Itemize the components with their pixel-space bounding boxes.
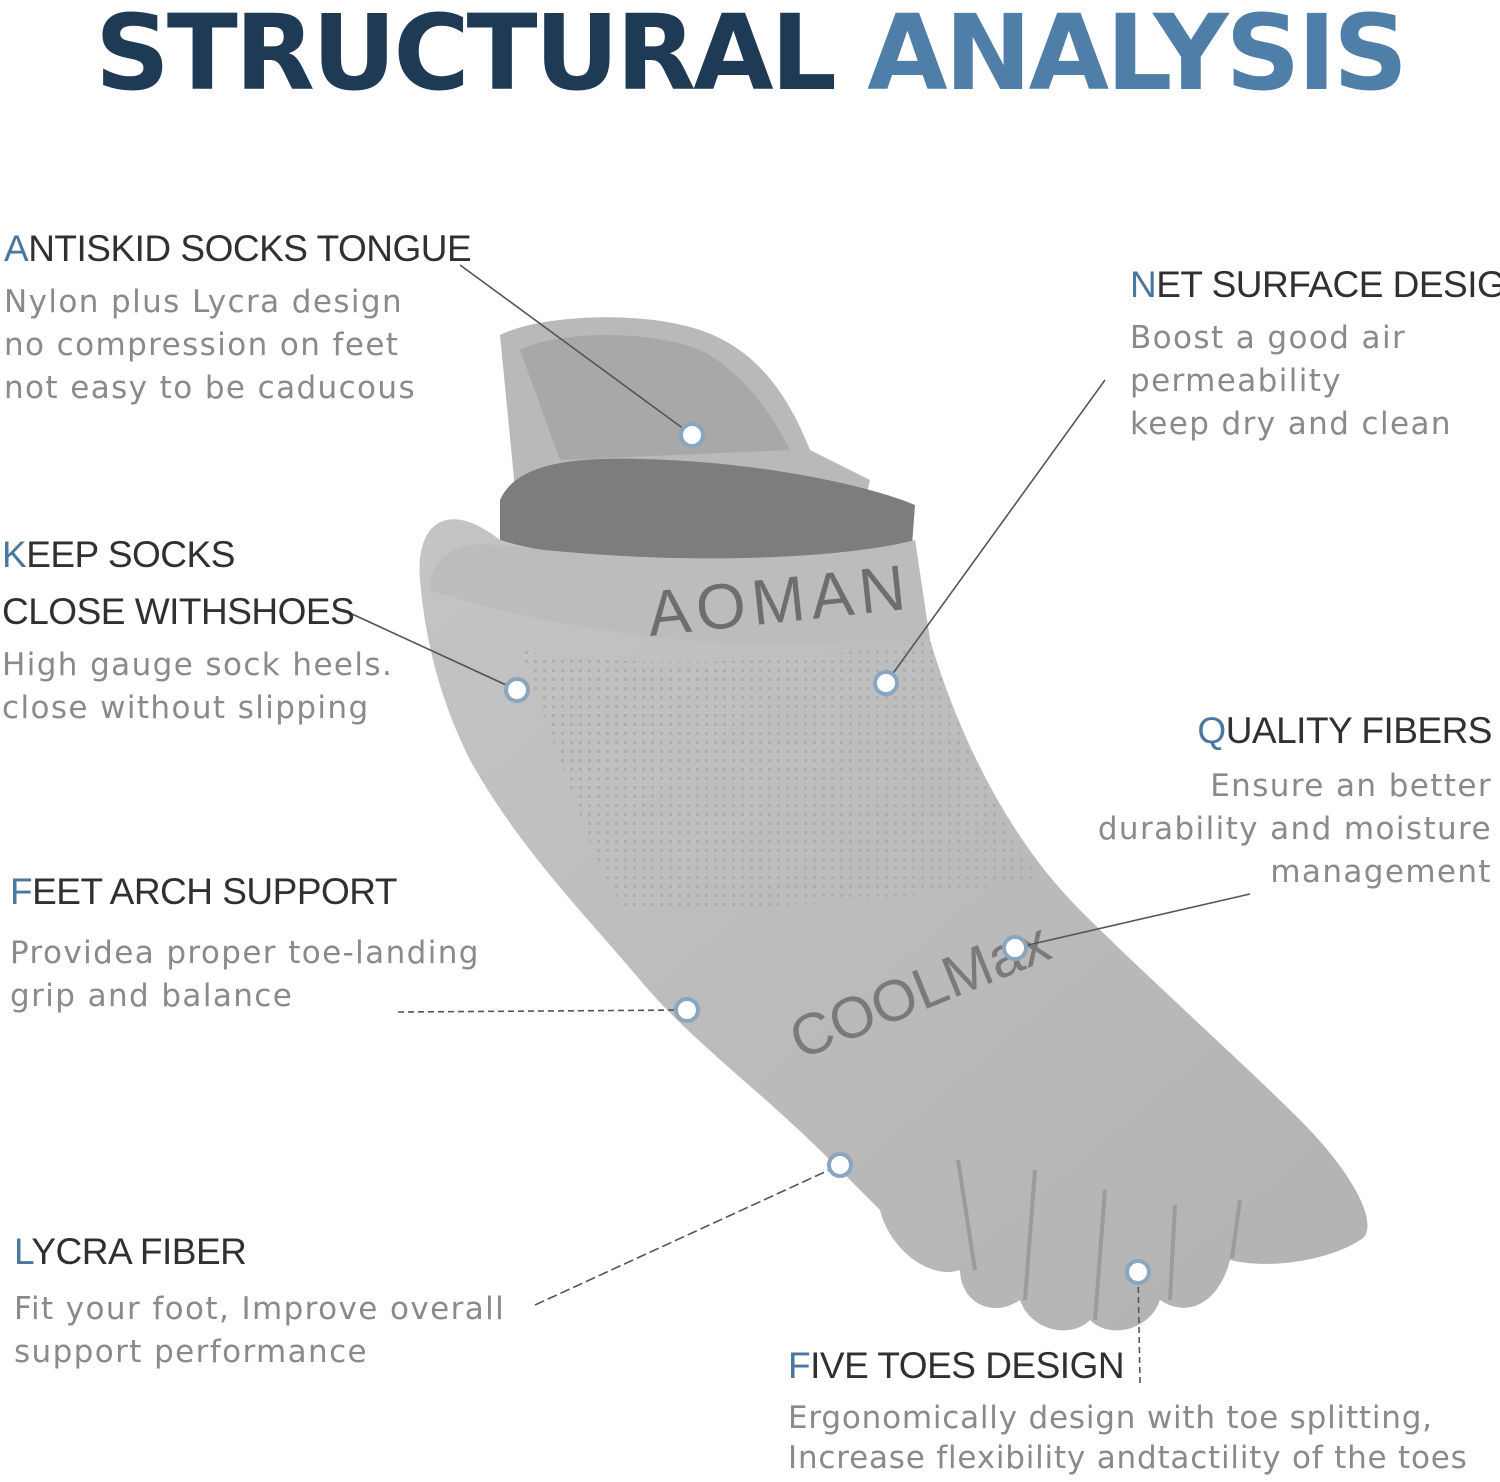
feature-heading: KEEP SOCKS xyxy=(2,534,235,575)
marker-keep xyxy=(504,677,530,703)
title-part-2: ANALYSIS xyxy=(867,0,1408,114)
sock-brand-band xyxy=(430,540,930,646)
toe-separations xyxy=(956,1159,1242,1321)
feature-heading: FEET ARCH SUPPORT xyxy=(10,871,397,912)
feature-description: Providea proper toe-landing grip and bal… xyxy=(10,935,480,1014)
marker-lycra xyxy=(827,1152,853,1178)
feature-quality-fibers: QUALITY FIBERS Ensure an better durabili… xyxy=(1097,710,1493,894)
sock-mesh-panel xyxy=(520,640,1040,910)
feature-description: Fit your foot, Improve overall support p… xyxy=(14,1291,506,1370)
leader-lycra xyxy=(534,1164,841,1306)
feature-keep-socks: KEEP SOCKS CLOSE WITHSHOES High gauge so… xyxy=(2,536,393,730)
feature-description: Nylon plus Lycra design no compression o… xyxy=(4,284,416,406)
feature-net-surface: NET SURFACE DESIGN Boost a good air perm… xyxy=(1130,266,1500,446)
sock-opening xyxy=(500,458,915,559)
marker-arch xyxy=(674,997,700,1023)
feature-antiskid: ANTISKID SOCKS TONGUE Nylon plus Lycra d… xyxy=(4,228,472,410)
leader-antiskid xyxy=(459,264,693,436)
leader-lines xyxy=(351,264,1251,1384)
feature-lycra-fiber: LYCRA FIBER Fit your foot, Improve overa… xyxy=(14,1233,505,1374)
feature-description: Boost a good air permeability keep dry a… xyxy=(1130,320,1452,442)
marker-net xyxy=(873,670,899,696)
sock-tongue-inner xyxy=(520,335,790,460)
feature-description: Ergonomically design with toe splitting,… xyxy=(788,1400,1468,1476)
feature-heading: LYCRA FIBER xyxy=(14,1231,247,1272)
title-part-1: STRUCTURAL xyxy=(94,0,837,114)
leader-keep xyxy=(351,613,518,691)
leader-net xyxy=(885,379,1106,684)
feature-heading-line-2: CLOSE WITHSHOES xyxy=(2,591,355,632)
feature-description: Ensure an better durability and moisture… xyxy=(1097,768,1492,890)
feature-arch-support: FEET ARCH SUPPORT Providea proper toe-la… xyxy=(10,873,480,1018)
feature-heading: NET SURFACE DESIGN xyxy=(1130,264,1500,305)
leader-quality xyxy=(1014,893,1251,949)
feature-heading: QUALITY FIBERS xyxy=(1197,710,1492,751)
page-title: STRUCTURAL ANALYSIS xyxy=(0,0,1500,114)
leader-arch xyxy=(397,1009,688,1013)
marker-antiskid xyxy=(679,422,705,448)
marker-toes xyxy=(1125,1259,1151,1285)
marker-quality xyxy=(1002,935,1028,961)
feature-heading: FIVE TOES DESIGN xyxy=(788,1345,1125,1386)
feature-description: High gauge sock heels. close without sli… xyxy=(2,647,394,726)
feature-heading: ANTISKID SOCKS TONGUE xyxy=(4,228,472,269)
leader-toes xyxy=(1137,1271,1141,1384)
feature-five-toes: FIVE TOES DESIGN Ergonomically design wi… xyxy=(788,1347,1468,1478)
markers xyxy=(504,422,1151,1285)
